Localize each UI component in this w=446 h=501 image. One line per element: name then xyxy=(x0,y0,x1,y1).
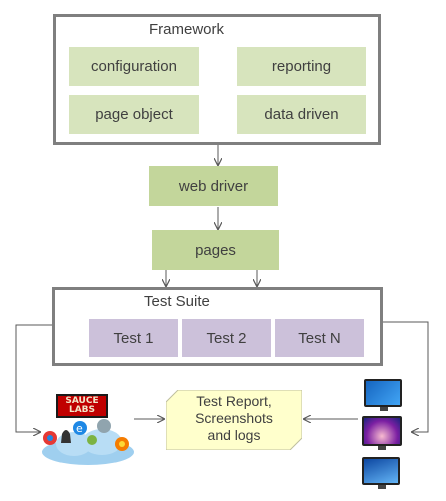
svg-text:e: e xyxy=(76,422,83,435)
pages-box: pages xyxy=(152,230,279,270)
arrow-suite-to-devices xyxy=(382,321,429,432)
android-icon xyxy=(87,435,97,445)
test-1-box: Test 1 xyxy=(89,319,178,357)
test-suite-title: Test Suite xyxy=(144,293,210,310)
linux-icon xyxy=(61,430,71,443)
test-n-box: Test N xyxy=(275,319,364,357)
test-report-line-3: and logs xyxy=(207,427,261,443)
safari-icon xyxy=(97,419,111,433)
reporting-box: reporting xyxy=(237,47,366,86)
test-report-box: Test Report, Screenshots and logs xyxy=(166,390,302,450)
configuration-box: configuration xyxy=(69,47,199,86)
test-2-box: Test 2 xyxy=(182,319,271,357)
linux-monitor-icon xyxy=(362,457,400,489)
web-driver-box: web driver xyxy=(149,166,278,206)
mac-monitor-icon xyxy=(362,416,402,450)
windows-monitor-icon xyxy=(364,379,402,411)
test-report-line-1: Test Report, xyxy=(196,393,272,409)
page-object-box: page object xyxy=(69,95,199,134)
ie-icon xyxy=(73,421,87,435)
test-report-line-2: Screenshots xyxy=(195,410,273,426)
framework-title: Framework xyxy=(149,21,225,38)
cloud-browsers-icon: e xyxy=(42,419,134,465)
data-driven-box: data driven xyxy=(237,95,366,134)
arrow-suite-to-cloud xyxy=(15,324,52,432)
